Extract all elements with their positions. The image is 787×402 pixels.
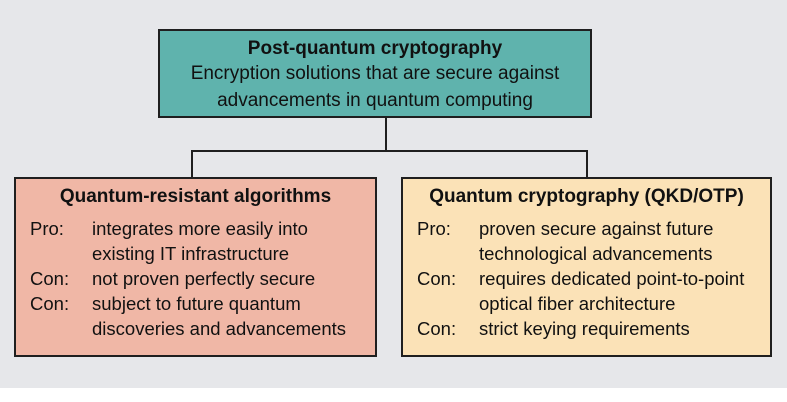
- right-item-con-1-text: requires dedicated point-to-point optica…: [479, 268, 745, 314]
- left-item-con-1-text: not proven perfectly secure: [92, 268, 316, 289]
- root-node-desc-line-1: Encryption solutions that are secure aga…: [190, 63, 560, 84]
- left-item-pro-text: integrates more easily into existing IT …: [92, 218, 308, 264]
- right-item-con-2-tag: Con:: [417, 318, 457, 339]
- right-item-pro-tag: Pro:: [417, 218, 451, 239]
- left-node-title: Quantum-resistant algorithms: [59, 186, 332, 207]
- right-item-con-1-tag: Con:: [417, 268, 457, 289]
- root-node-title: Post-quantum cryptography: [247, 38, 503, 59]
- left-item-pro-tag: Pro:: [30, 218, 64, 239]
- left-item-con-1-tag: Con:: [30, 268, 70, 289]
- left-item-con-2-text: subject to future quantum discoveries an…: [92, 293, 347, 339]
- left-node-box: Quantum-resistant algorithms Pro: integr…: [14, 177, 377, 357]
- right-item-pro: Pro: proven secure against future techno…: [417, 216, 770, 266]
- right-item-con-1: Con: requires dedicated point-to-point o…: [417, 266, 770, 316]
- left-item-pro: Pro: integrates more easily into existin…: [30, 216, 375, 266]
- right-item-con-2: Con: strict keying requirements: [417, 316, 770, 341]
- right-item-pro-text: proven secure against future technologic…: [479, 218, 714, 264]
- right-node-title: Quantum cryptography (QKD/OTP): [429, 186, 744, 207]
- root-node-box: Post-quantum cryptography Encryption sol…: [158, 29, 592, 118]
- root-node-desc-line-2: advancements in quantum computing: [217, 90, 533, 111]
- right-item-con-2-text: strict keying requirements: [479, 318, 690, 339]
- left-item-con-2: Con: subject to future quantum discoveri…: [30, 291, 375, 341]
- left-item-con-2-tag: Con:: [30, 293, 70, 314]
- right-node-box: Quantum cryptography (QKD/OTP) Pro: prov…: [401, 177, 772, 357]
- left-item-con-1: Con: not proven perfectly secure: [30, 266, 375, 291]
